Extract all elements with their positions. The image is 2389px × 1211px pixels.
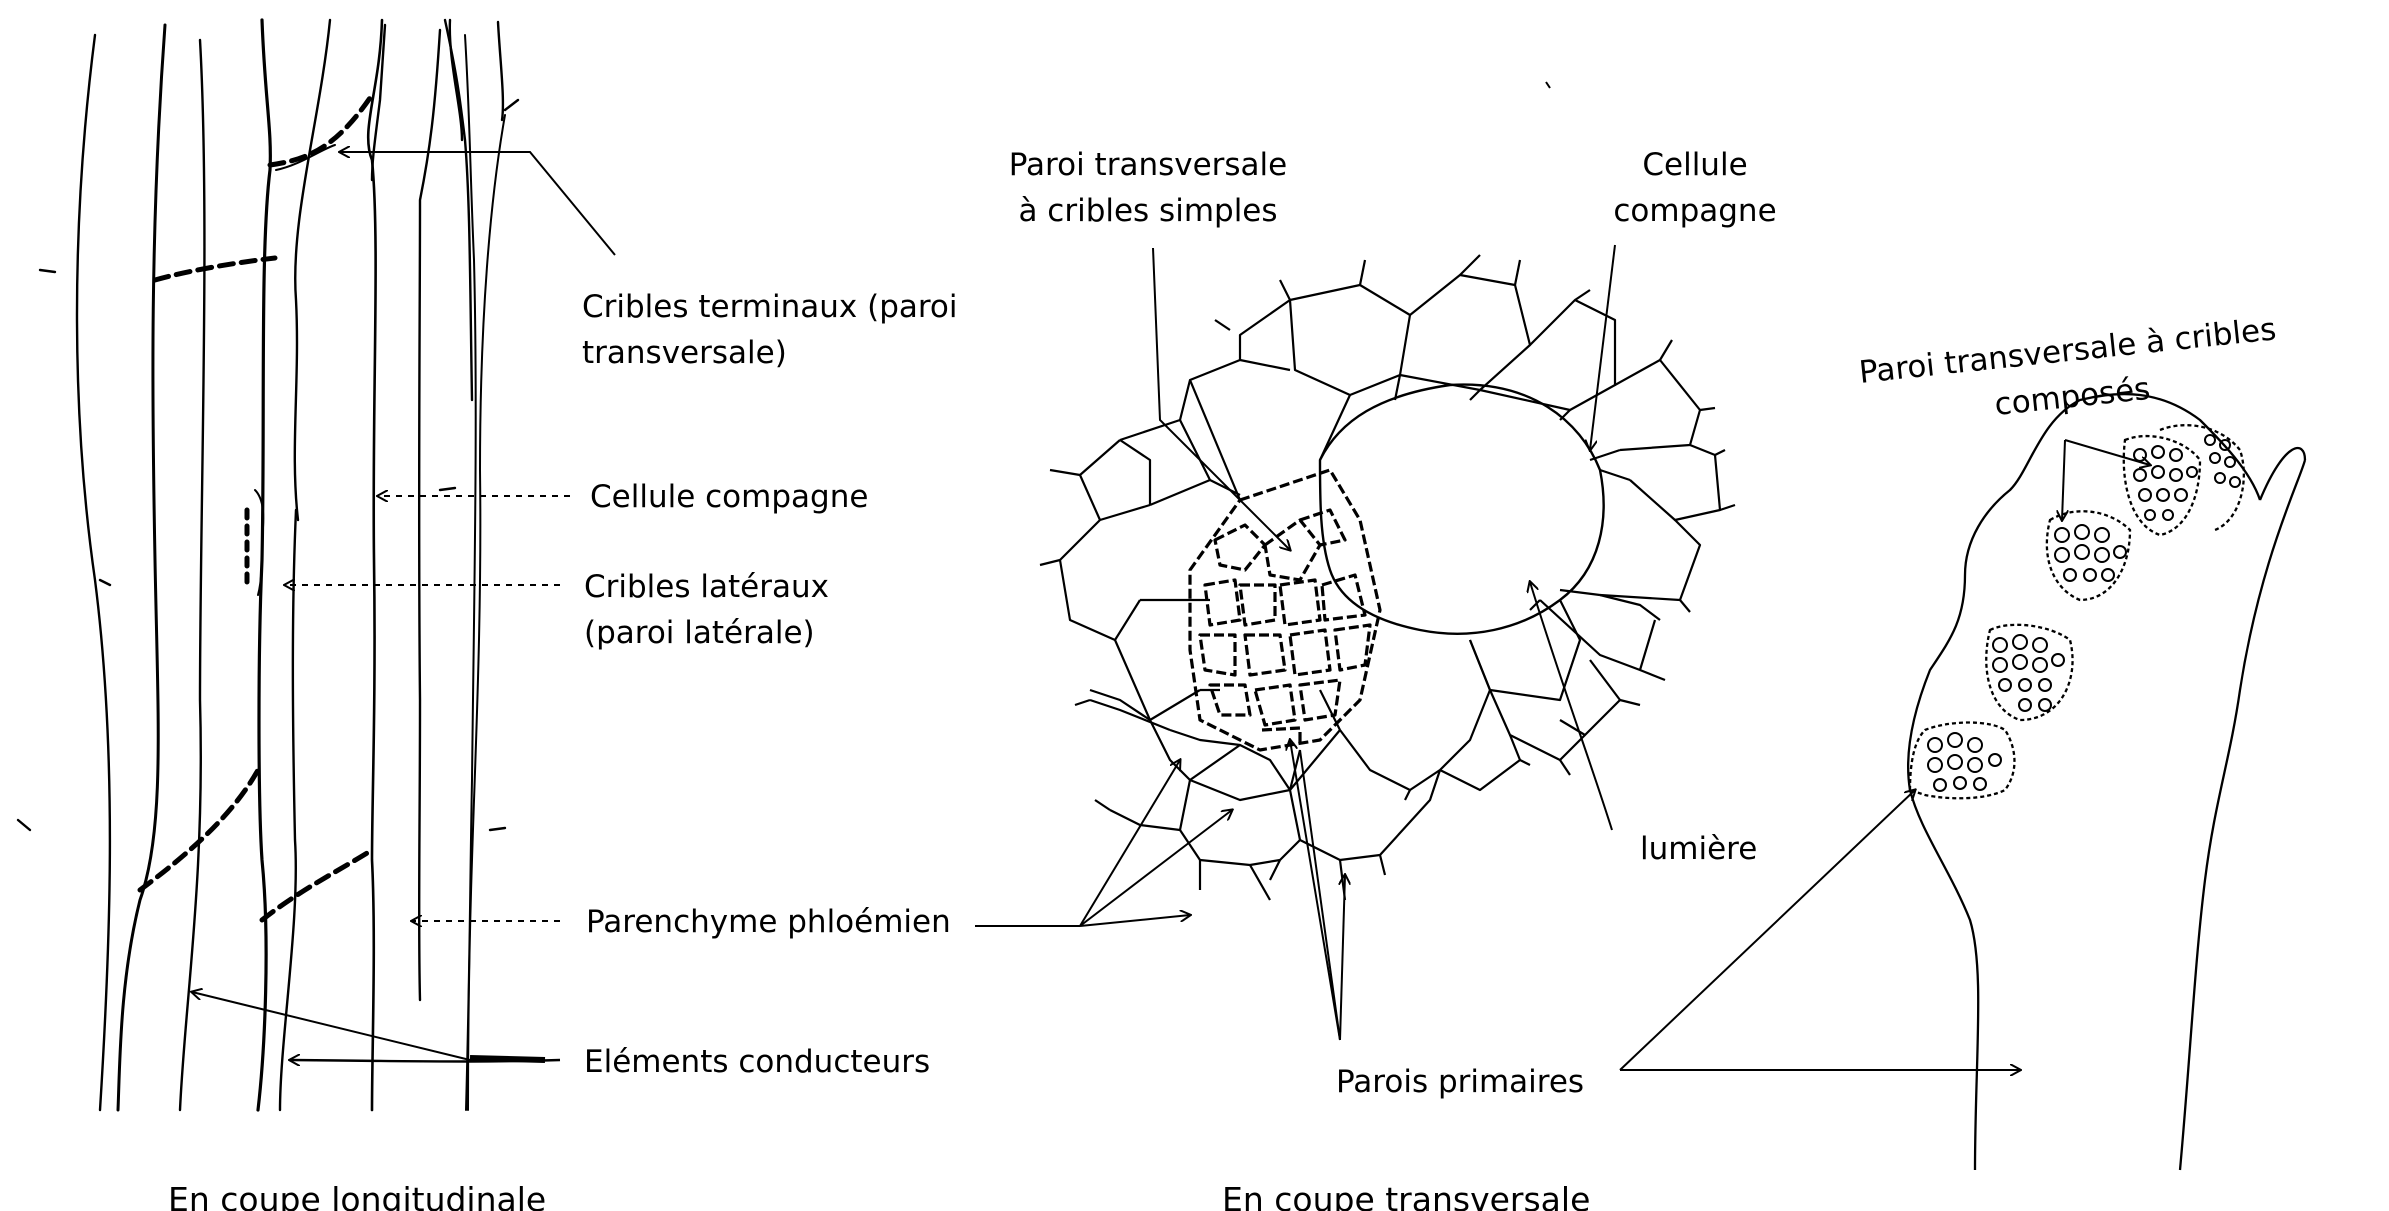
label-cellule-compagne-long: Cellule compagne xyxy=(590,474,868,520)
label-paroi-cribles-simples: Paroi transversale à cribles simples xyxy=(968,142,1328,234)
label-cellule-compagne-trans: Cellule compagne xyxy=(1585,142,1805,234)
caption-transversal: En coupe transversale xyxy=(1222,1180,1590,1211)
label-parois-primaires: Parois primaires xyxy=(1336,1059,1584,1105)
label-cribles-lateraux: Cribles latéraux (paroi latérale) xyxy=(584,564,829,656)
longitudinal-section xyxy=(18,20,518,1110)
simple-sieve-plate xyxy=(1190,470,1380,750)
label-cribles-terminaux: Cribles terminaux (paroi transversale) xyxy=(582,284,958,376)
transverse-section xyxy=(1040,255,1735,900)
label-lumiere: lumière xyxy=(1640,826,1757,872)
long-leaders xyxy=(192,152,615,1062)
speck xyxy=(1546,82,1550,88)
caption-longitudinal: En coupe longitudinale xyxy=(168,1180,546,1211)
compound-sieve-pores xyxy=(1928,435,2240,791)
label-elements-conducteurs: Eléments conducteurs xyxy=(584,1039,930,1085)
label-parenchyme: Parenchyme phloémien xyxy=(586,899,951,945)
compound-sieve-element xyxy=(1908,394,2305,1170)
compound-leaders xyxy=(1620,440,2150,1070)
